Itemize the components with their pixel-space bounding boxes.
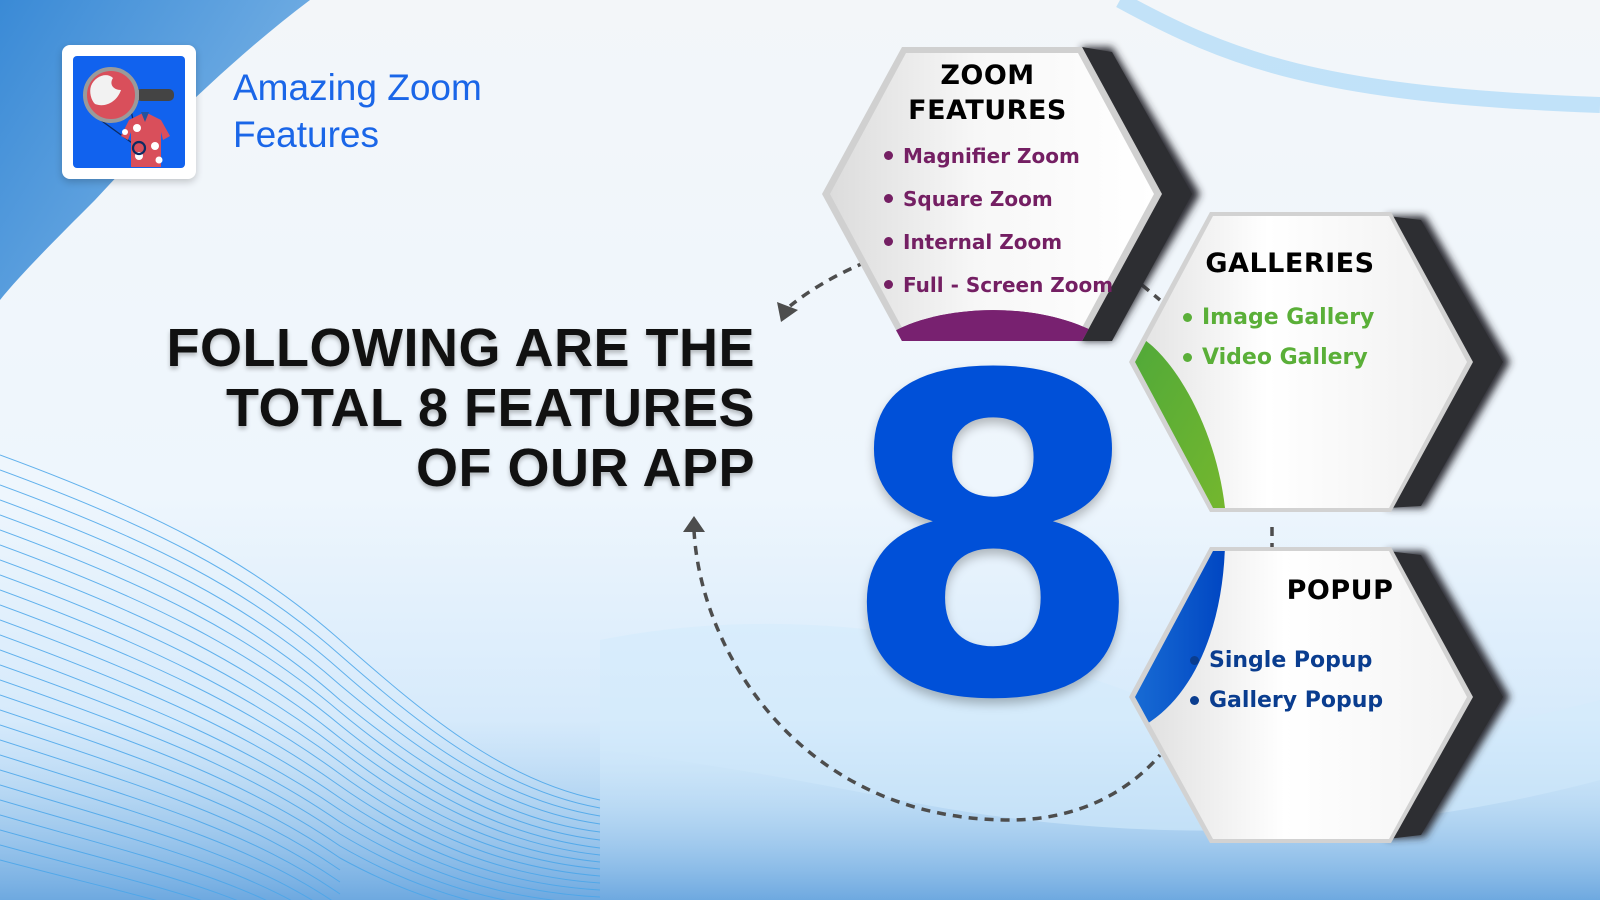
feature-item: Single Popup: [1190, 640, 1460, 680]
feature-list: Single Popup Gallery Popup: [1190, 640, 1460, 720]
feature-card-popup: POPUP Single Popup Gallery Popup: [1125, 545, 1545, 855]
bullet-icon: [1190, 695, 1199, 705]
feature-list: Image Gallery Video Gallery: [1183, 297, 1415, 377]
bullet-icon: [1183, 312, 1192, 322]
feature-item: Internal Zoom: [884, 220, 1115, 263]
feature-list: Magnifier Zoom Square Zoom Internal Zoom…: [884, 134, 1115, 306]
total-features-number: 8: [840, 284, 1147, 796]
feature-item: Square Zoom: [884, 177, 1115, 220]
arrow-head-up: [683, 516, 705, 532]
bullet-icon: [1190, 655, 1199, 665]
feature-card-title: ZOOM FEATURES: [908, 60, 1067, 126]
feature-item: Magnifier Zoom: [884, 134, 1115, 177]
headline-line: OF OUR APP: [415, 438, 755, 498]
feature-card-title: POPUP: [1286, 575, 1394, 606]
app-logo: [62, 45, 196, 179]
feature-item: Video Gallery: [1183, 337, 1415, 377]
feature-item: Image Gallery: [1183, 297, 1415, 337]
feature-card-galleries: GALLERIES Image Gallery Video Gallery: [1125, 210, 1545, 520]
headline-line: FOLLOWING ARE THE: [166, 318, 755, 378]
headline: FOLLOWING ARE THE TOTAL 8 FEATURES OF OU…: [150, 318, 755, 498]
arrow-head-left: [777, 302, 798, 322]
bullet-icon: [884, 194, 893, 203]
magnifier-shirt-icon: [73, 56, 185, 168]
bullet-icon: [884, 151, 893, 160]
bullet-icon: [884, 237, 893, 246]
headline-line: TOTAL 8 FEATURES: [225, 378, 755, 438]
brand-title: Amazing Zoom Features: [233, 67, 482, 155]
bullet-icon: [1183, 352, 1192, 362]
feature-card-title: GALLERIES: [1205, 248, 1375, 279]
bullet-icon: [884, 280, 893, 289]
feature-card-zoom: ZOOM FEATURES Magnifier Zoom Square Zoom…: [820, 44, 1240, 349]
feature-item: Gallery Popup: [1190, 680, 1460, 720]
feature-item: Full - Screen Zoom: [884, 263, 1115, 306]
